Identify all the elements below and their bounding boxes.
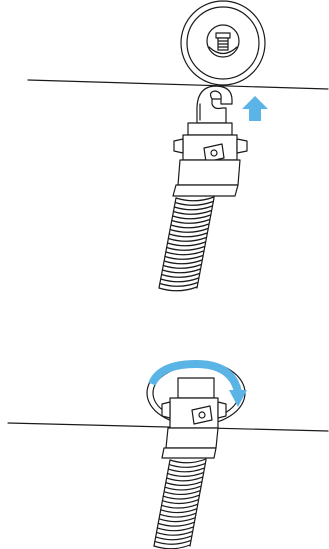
hose-ring [172, 214, 212, 220]
hose-ring [165, 250, 205, 256]
hose-ring [166, 241, 207, 247]
hose-ring [163, 259, 203, 265]
hose-ring [162, 494, 200, 500]
hose-ring [169, 227, 209, 233]
hose-ring [160, 277, 200, 283]
hose-ring [174, 200, 214, 206]
hose-ring [166, 245, 206, 251]
hose-ring [171, 218, 211, 224]
hose-ring [157, 521, 195, 527]
corrugated-hose-2 [153, 458, 207, 549]
fitting-head [196, 85, 233, 124]
hose-ring [167, 467, 205, 473]
hose-ring [170, 223, 210, 229]
hose-ring [155, 535, 193, 541]
hose-ring [166, 476, 204, 482]
surface-line [27, 79, 329, 90]
hose-ring [163, 490, 201, 496]
hose-ring [158, 286, 198, 292]
hose-ring [172, 209, 213, 215]
hose-ring [159, 281, 199, 287]
corrugated-hose [158, 196, 215, 292]
hose-ring [159, 512, 197, 518]
coupling-collar-2 [161, 377, 227, 459]
hose-ring [164, 485, 202, 491]
hose-ring [173, 205, 213, 211]
coupling-collar [172, 122, 248, 197]
hose-ring [169, 458, 207, 464]
hose-ring [158, 517, 196, 523]
hose-ring [167, 236, 207, 242]
rotate-clockwise-icon [148, 360, 247, 407]
hose-ring [161, 499, 200, 505]
hose-ring [160, 272, 201, 278]
mounting-plate [180, 0, 266, 86]
hose-ring [164, 254, 204, 260]
surface-line-2 [7, 422, 329, 432]
hose-ring [162, 263, 202, 269]
hose-ring [160, 508, 198, 514]
hose-ring [155, 530, 194, 536]
hose-ring [160, 503, 199, 509]
screw-icon [215, 32, 231, 51]
step-1-illustration [27, 0, 329, 292]
hose-ring [161, 268, 201, 274]
hose-ring [168, 462, 206, 468]
hose-ring [153, 544, 191, 549]
hose-ring [154, 539, 192, 545]
hose-ring [168, 232, 208, 238]
hose-ring [156, 526, 194, 532]
arrow-up-icon [242, 96, 268, 121]
hose-ring [175, 196, 215, 202]
step-2-illustration [7, 360, 329, 549]
hose-ring [165, 481, 203, 486]
hose-ring [166, 471, 205, 477]
